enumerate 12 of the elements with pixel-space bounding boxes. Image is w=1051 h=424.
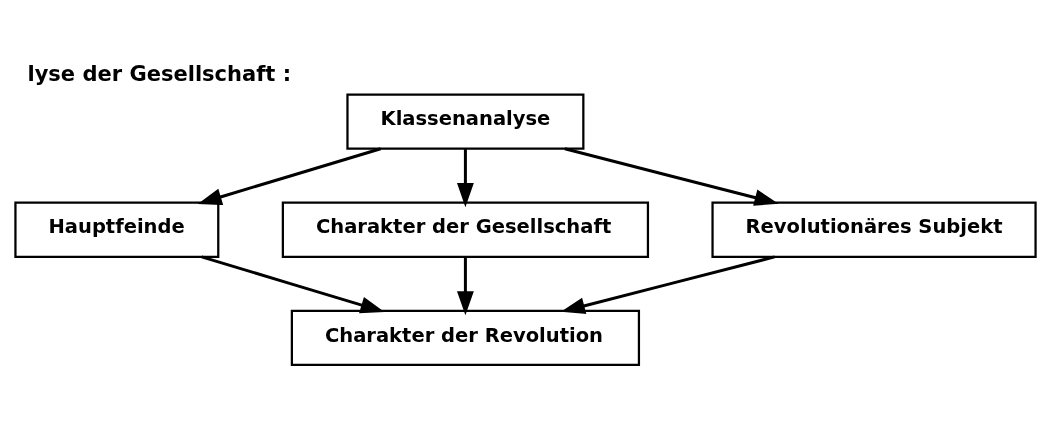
node-box: Revolutionäres Subjekt — [711, 201, 1037, 258]
node-box: Klassenanalyse — [346, 92, 585, 150]
node-box: Charakter der Gesellschaft — [281, 201, 650, 258]
arrow — [457, 256, 474, 315]
arrow — [457, 148, 474, 207]
diagram-title: lyse der Gesellschaft : — [27, 60, 292, 86]
node-box: Charakter der Revolution — [290, 309, 641, 366]
node-box: Hauptfeinde — [14, 201, 220, 258]
arrow — [197, 146, 381, 205]
arrow — [564, 146, 779, 206]
arrow — [201, 254, 385, 313]
arrow — [560, 254, 775, 314]
